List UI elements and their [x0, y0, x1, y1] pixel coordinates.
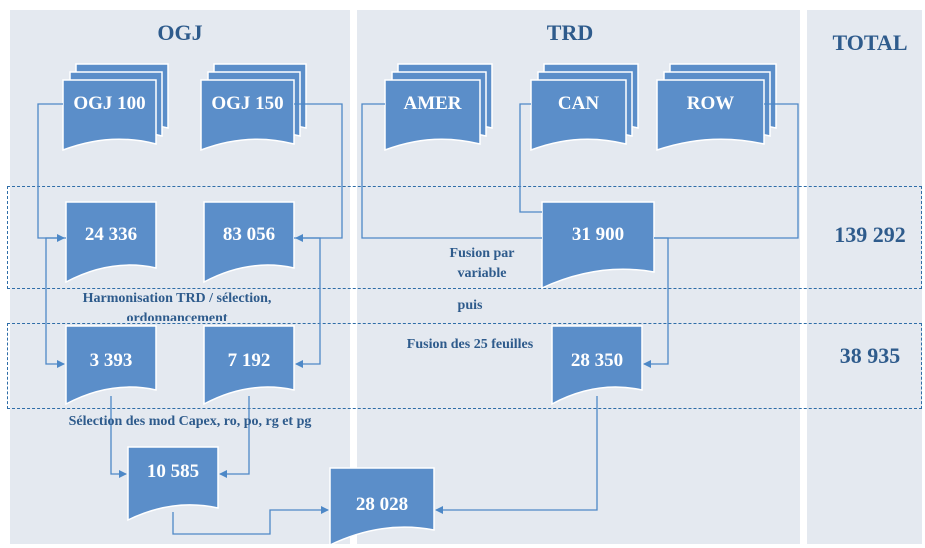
header-total: TOTAL	[832, 30, 908, 55]
label-fusion-des-feuilles: Fusion des 25 feuilles	[406, 337, 534, 352]
multidoc-row	[656, 63, 777, 152]
count-trd-merged: 28 350	[570, 350, 624, 371]
total-row1: 139 292	[834, 222, 906, 247]
source-can-label: CAN	[557, 93, 600, 114]
label-puis: puis	[457, 298, 483, 313]
connector-can-to-trd	[519, 103, 542, 213]
header-ogj: OGJ	[157, 20, 203, 45]
multidoc-can	[530, 63, 639, 152]
doc-trd-merged	[551, 325, 643, 406]
count-final: 28 028	[355, 494, 409, 515]
connector-ogj150count-to-sel	[294, 237, 321, 368]
connector-amer-to-trd	[361, 103, 542, 239]
label-selection-capex: Sélection des mod Capex, ro, po, rg et p…	[68, 414, 312, 429]
total-panel	[807, 10, 922, 544]
header-trd: TRD	[546, 20, 594, 45]
count-ogj100-sel: 3 393	[89, 350, 133, 371]
count-trd: 31 900	[571, 224, 625, 245]
total-row2: 38 935	[839, 343, 901, 368]
connector-ogj100sel-to-capex	[110, 396, 127, 478]
connector-trd-to-merged	[643, 237, 669, 368]
connector-capex-to-final	[172, 506, 329, 535]
connector-ogj100-to-count	[37, 103, 65, 242]
count-ogj100: 24 336	[84, 224, 138, 245]
multidoc-ogj150	[200, 63, 307, 152]
connector-ogj100count-to-sel	[45, 237, 66, 368]
label-harmonisation: Harmonisation TRD / sélection, ordonnanc…	[82, 291, 272, 321]
doc-ogj150-count	[203, 201, 295, 284]
label-fusion-par-variable: Fusion par variable	[449, 246, 515, 281]
count-ogj-capex: 10 585	[146, 461, 200, 482]
multidoc-amer	[384, 63, 493, 152]
connector-ogj150sel-to-capex	[219, 396, 250, 478]
source-ogj100-label: OGJ 100	[73, 93, 146, 114]
doc-ogj-capex	[127, 446, 219, 522]
dashed-row-2	[7, 323, 922, 409]
connector-row-to-trd	[654, 103, 799, 239]
doc-ogj100-count	[65, 201, 157, 284]
connector-merged-to-final	[435, 396, 598, 514]
doc-ogj150-sel	[203, 325, 295, 406]
source-ogj150-label: OGJ 150	[211, 93, 284, 114]
dashed-row-1	[7, 186, 922, 289]
source-amer-label: AMER	[403, 93, 462, 114]
count-ogj150: 83 056	[222, 224, 276, 245]
doc-ogj100-sel	[65, 325, 157, 406]
multidoc-ogj100	[62, 63, 169, 152]
doc-trd-count	[541, 201, 655, 290]
source-row-label: ROW	[686, 93, 735, 114]
doc-final	[329, 467, 435, 547]
count-ogj150-sel: 7 192	[227, 350, 271, 371]
